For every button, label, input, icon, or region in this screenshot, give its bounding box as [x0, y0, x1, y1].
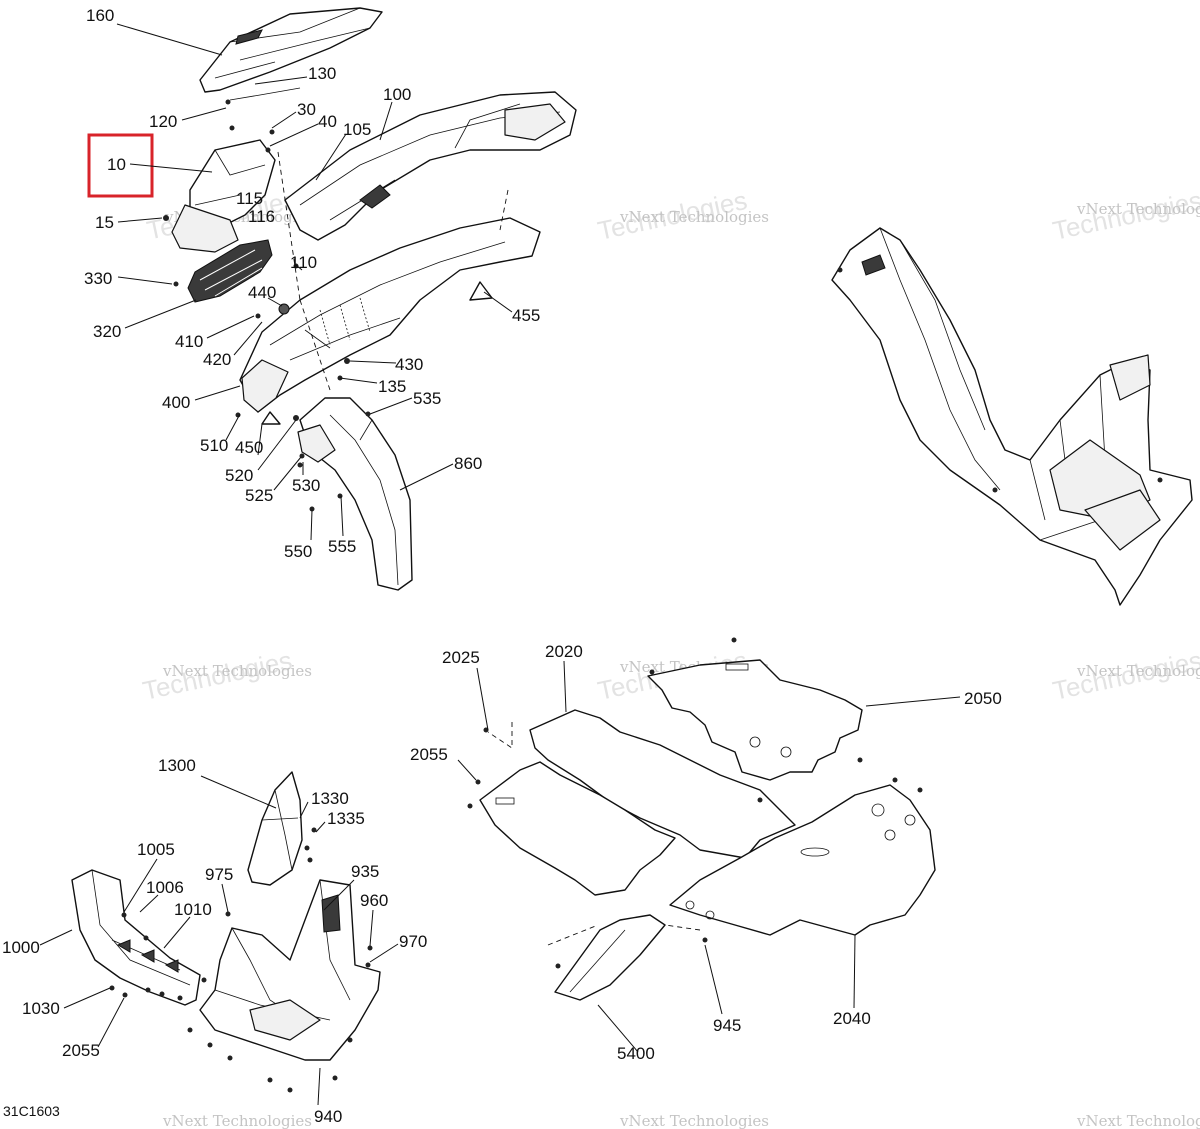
- side-bracket-part: [247, 771, 303, 886]
- fasteners: [467, 637, 923, 969]
- part-label: 1010: [174, 900, 212, 919]
- part-label: 440: [248, 283, 276, 302]
- part-label: 935: [351, 862, 379, 881]
- part-label: 520: [225, 466, 253, 485]
- left-floor-assembly: [71, 771, 381, 1093]
- part-label: 120: [149, 112, 177, 131]
- part-label: 1006: [146, 878, 184, 897]
- part-label: 410: [175, 332, 203, 351]
- part-label: 1005: [137, 840, 175, 859]
- part-label: 160: [86, 6, 114, 25]
- part-label: 420: [203, 350, 231, 369]
- skid-plate-upper-part: [647, 659, 863, 781]
- part-label: 1300: [158, 756, 196, 775]
- right-side-panel-assembly: [831, 227, 1193, 606]
- watermark-text: vNext Technologies: [1076, 662, 1200, 680]
- part-label: 970: [399, 932, 427, 951]
- part-label: 1335: [327, 809, 365, 828]
- part-label: 450: [235, 438, 263, 457]
- part-label: 2050: [964, 689, 1002, 708]
- watermark-text: vNext Technologies: [619, 1112, 769, 1129]
- part-label: 320: [93, 322, 121, 341]
- part-label: 40: [318, 112, 337, 131]
- left-rocker-part: [71, 869, 201, 1006]
- part-label: 2055: [410, 745, 448, 764]
- part-label: 945: [713, 1016, 741, 1035]
- part-label: 555: [328, 537, 356, 556]
- part-label: 525: [245, 486, 273, 505]
- watermark-text: vNext Technologies: [1076, 200, 1200, 218]
- part-labels: 160 130 120 30 40 100 105 10 115 116 15 …: [2, 6, 1002, 1126]
- mesh-grille-part: [187, 239, 273, 303]
- fasteners: [163, 87, 371, 512]
- part-label: 2025: [442, 648, 480, 667]
- part-label: 116: [248, 207, 275, 226]
- part-label: 550: [284, 542, 312, 561]
- part-label: 1030: [22, 999, 60, 1018]
- fasteners: [109, 827, 373, 1093]
- watermark-text: vNext Technologies: [619, 208, 769, 226]
- diagram-code: 31C1603: [3, 1103, 60, 1119]
- watermark-text: vNext Technologies: [1076, 1112, 1200, 1129]
- part-label: 115: [236, 189, 263, 208]
- part-label: 1330: [311, 789, 349, 808]
- part-label: 940: [314, 1107, 342, 1126]
- skid-plate-lower-part: [669, 784, 936, 936]
- part-label: 860: [454, 454, 482, 473]
- part-label: 430: [395, 355, 423, 374]
- part-label: 110: [290, 253, 317, 272]
- part-label: 400: [162, 393, 190, 412]
- trim-clip-part: [469, 281, 493, 301]
- part-label: 130: [308, 64, 336, 83]
- part-label: 2040: [833, 1009, 871, 1028]
- skid-plate-middle-part: [529, 709, 796, 859]
- part-label: 100: [383, 85, 411, 104]
- highlight-box: [87, 133, 154, 198]
- part-label: 510: [200, 436, 228, 455]
- watermark-text: vNext Technologies: [162, 662, 312, 680]
- watermark-text: vNext Technologies: [162, 1112, 312, 1129]
- part-label: 1000: [2, 938, 40, 957]
- part-label: 10: [107, 155, 126, 174]
- grille-surround-part: [171, 204, 239, 253]
- skid-plate-angled-part: [554, 914, 666, 1001]
- part-label: 105: [343, 120, 371, 139]
- part-label: 30: [297, 100, 316, 119]
- part-label: 530: [292, 476, 320, 495]
- part-label: 455: [512, 306, 540, 325]
- leader-lines: [39, 23, 961, 1106]
- front-fascia-assembly: [163, 7, 577, 591]
- part-label: 330: [84, 269, 112, 288]
- part-label: 535: [413, 389, 441, 408]
- skid-plate-left-part: [479, 761, 676, 896]
- skid-plate-assembly: [467, 637, 936, 1001]
- part-label: 15: [95, 213, 114, 232]
- front-bumper-part: [239, 217, 541, 413]
- part-label: 975: [205, 865, 233, 884]
- side-panel-part: [831, 227, 1193, 606]
- part-label: 5400: [617, 1044, 655, 1063]
- part-label: 960: [360, 891, 388, 910]
- part-label: 2055: [62, 1041, 100, 1060]
- part-label: 135: [378, 377, 406, 396]
- part-label: 2020: [545, 642, 583, 661]
